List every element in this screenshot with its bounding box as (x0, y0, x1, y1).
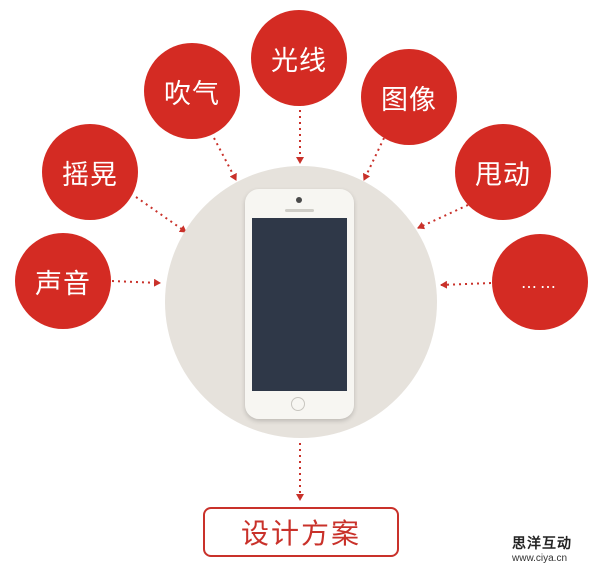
input-node-more: …… (492, 234, 588, 330)
input-node-image: 图像 (361, 49, 457, 145)
connector-more (440, 280, 492, 289)
input-node-label: …… (521, 272, 559, 292)
camera-dot (296, 197, 302, 203)
design-solution-box: 设计方案 (203, 507, 399, 557)
input-node-label: 声音 (35, 268, 91, 300)
watermark-title: 思洋互动 (512, 536, 572, 552)
input-node-shake: 摇晃 (42, 124, 138, 220)
input-node-label: 摇晃 (62, 159, 118, 191)
input-node-light: 光线 (251, 10, 347, 106)
phone-screen (252, 218, 347, 391)
input-node-sound: 声音 (15, 233, 111, 329)
input-node-label: 光线 (271, 45, 327, 77)
speaker-slot (285, 209, 314, 212)
input-node-label: 吹气 (164, 78, 220, 110)
input-node-blow: 吹气 (144, 43, 240, 139)
connector-shake (135, 196, 187, 233)
connector-image (362, 137, 385, 181)
connector-sound (111, 278, 161, 287)
input-node-label: 甩动 (475, 159, 531, 191)
input-node-swing: 甩动 (455, 124, 551, 220)
input-node-label: 图像 (381, 84, 437, 116)
smartphone-illustration (245, 189, 354, 419)
outcome-label: 设计方案 (240, 517, 361, 550)
watermark-url: www.ciya.cn (512, 553, 568, 564)
home-button (291, 397, 305, 411)
connector-blow (213, 137, 237, 181)
connector-swing (417, 204, 469, 230)
